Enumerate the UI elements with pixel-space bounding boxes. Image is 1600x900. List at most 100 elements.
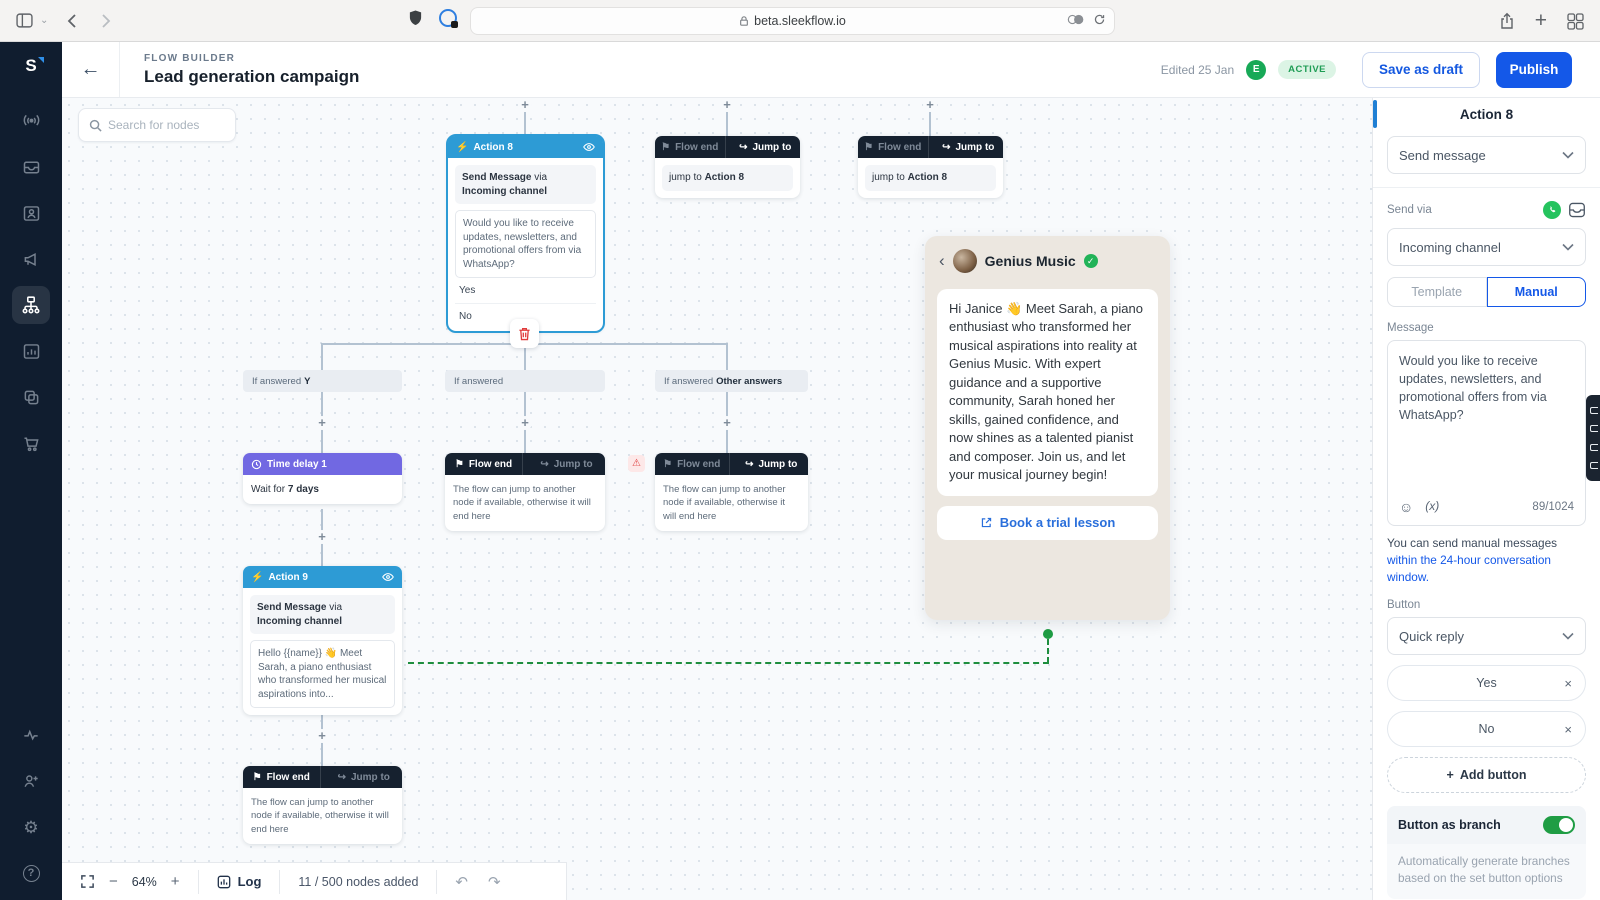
tab-jump-to[interactable]: ↪Jump to — [337, 771, 390, 783]
message-text: Would you like to receive updates, newsl… — [1399, 354, 1547, 423]
sidebar-item-activity[interactable] — [12, 716, 50, 754]
branch-connector-dot[interactable] — [1043, 629, 1053, 639]
publish-button[interactable]: Publish — [1496, 51, 1572, 88]
node-search[interactable] — [78, 108, 236, 142]
sidebar-item-broadcast[interactable] — [12, 102, 50, 140]
node-action-9[interactable]: ⚡ Action 9 Send Message via Incoming cha… — [243, 566, 402, 715]
warning-icon[interactable]: ⚠ — [628, 455, 645, 472]
channel-inbox-icon[interactable] — [1568, 202, 1586, 218]
tab-flow-end[interactable]: ⚑Flow end — [655, 453, 730, 475]
undo-button[interactable]: ↶ — [455, 873, 468, 891]
quick-reply-yes[interactable]: Yes × — [1387, 665, 1586, 702]
add-node-plus-icon[interactable]: + — [720, 98, 734, 112]
sidebar-item-contacts[interactable] — [12, 194, 50, 232]
shield-icon[interactable] — [408, 9, 423, 27]
preview-back-icon[interactable]: ‹ — [939, 251, 945, 270]
add-button[interactable]: + Add button — [1387, 757, 1586, 794]
sidebar-toggle-icon[interactable] — [14, 11, 34, 31]
browser-forward-icon[interactable] — [96, 11, 116, 31]
format-icon[interactable] — [1590, 406, 1598, 414]
delete-connector-button[interactable] — [510, 319, 539, 348]
zoom-in-button[interactable]: + — [170, 873, 180, 890]
share-icon[interactable] — [1499, 12, 1515, 30]
browser-back-icon[interactable] — [62, 11, 82, 31]
sidebar-item-campaigns[interactable] — [12, 240, 50, 278]
address-bar[interactable]: beta.sleekflow.io — [470, 7, 1115, 35]
fullscreen-icon[interactable] — [80, 874, 95, 889]
reload-icon[interactable] — [1093, 13, 1106, 26]
sidebar-item-analytics[interactable] — [12, 332, 50, 370]
action-type-select[interactable]: Send message — [1387, 136, 1586, 174]
tab-flow-end[interactable]: ⚑Flow end — [858, 136, 929, 158]
node-flow-end-1[interactable]: ⚑Flow end ↪Jump to The flow can jump to … — [445, 453, 605, 531]
new-tab-icon[interactable]: + — [1534, 9, 1547, 32]
branch-toggle[interactable] — [1543, 816, 1575, 835]
node-action-8[interactable]: ⚡ Action 8 Send Message via Incoming cha… — [446, 134, 605, 333]
log-button[interactable]: Log — [217, 874, 261, 889]
verified-badge-icon: ✓ — [1083, 254, 1098, 268]
node-time-delay-1[interactable]: Time delay 1 Wait for 7 days — [243, 453, 402, 504]
tab-jump-to[interactable]: ↪Jump to — [942, 141, 995, 153]
message-textarea[interactable]: Would you like to receive updates, newsl… — [1387, 340, 1586, 526]
node-flow-end-2[interactable]: ⚑Flow end ↪Jump to The flow can jump to … — [655, 453, 808, 531]
whatsapp-icon[interactable] — [1543, 201, 1561, 219]
node-jump-1[interactable]: ⚑Flow end ↪Jump to jump to Action 8 — [655, 136, 800, 198]
redo-button[interactable]: ↷ — [487, 873, 501, 891]
eye-icon[interactable] — [583, 142, 595, 152]
add-node-plus-icon[interactable]: + — [315, 416, 329, 430]
node-flow-end-3[interactable]: ⚑Flow end ↪Jump to The flow can jump to … — [243, 766, 402, 844]
sidebar-item-invite-user[interactable] — [12, 762, 50, 800]
tab-jump-to[interactable]: ↪Jump to — [745, 458, 798, 470]
add-node-plus-icon[interactable]: + — [315, 530, 329, 544]
tab-template[interactable]: Template — [1387, 277, 1487, 307]
channel-select[interactable]: Incoming channel — [1387, 228, 1586, 266]
node-option-yes[interactable]: Yes — [459, 285, 476, 296]
format-icon[interactable] — [1590, 425, 1598, 433]
flow-canvas[interactable]: + + + + + + — [62, 98, 1372, 900]
preview-cta-button[interactable]: Book a trial lesson — [937, 505, 1158, 540]
branch-condition-empty[interactable]: If answered — [445, 370, 605, 392]
close-icon[interactable]: × — [1564, 675, 1572, 691]
floating-format-toolbar[interactable] — [1586, 395, 1600, 481]
screen-recording-permission-icon[interactable] — [439, 9, 458, 28]
sidebar-item-commerce[interactable] — [12, 424, 50, 462]
back-button[interactable]: ← — [62, 42, 120, 97]
node-jump-2[interactable]: ⚑Flow end ↪Jump to jump to Action 8 — [858, 136, 1003, 198]
tab-flow-end[interactable]: ⚑Flow end — [243, 766, 321, 788]
sidebar-item-inbox[interactable] — [12, 148, 50, 186]
quick-reply-no[interactable]: No × — [1387, 711, 1586, 748]
eye-icon[interactable] — [382, 572, 394, 582]
node-option-no[interactable]: No — [455, 303, 596, 324]
sidebar-item-integrations[interactable] — [12, 378, 50, 416]
button-type-select[interactable]: Quick reply — [1387, 617, 1586, 656]
search-input[interactable] — [108, 118, 218, 132]
add-node-plus-icon[interactable]: + — [315, 729, 329, 743]
save-as-draft-button[interactable]: Save as draft — [1362, 51, 1480, 88]
tab-flow-end[interactable]: ⚑Flow end — [655, 136, 726, 158]
format-icon[interactable] — [1590, 462, 1598, 470]
tab-flow-end[interactable]: ⚑Flow end — [445, 453, 523, 475]
privacy-report-icon[interactable] — [1067, 14, 1085, 25]
format-icon[interactable] — [1590, 443, 1598, 451]
panel-scroll-indicator[interactable] — [1373, 100, 1377, 128]
emoji-icon[interactable]: ☺ — [1399, 498, 1414, 515]
close-icon[interactable]: × — [1564, 721, 1572, 737]
sidebar-item-settings[interactable]: ⚙ — [12, 808, 50, 846]
variable-icon[interactable]: (x) — [1425, 499, 1440, 514]
zoom-out-button[interactable]: − — [109, 873, 118, 890]
sidebar-item-help[interactable]: ? — [12, 854, 50, 892]
sidebar-item-flow-builder[interactable] — [12, 286, 50, 324]
tab-jump-to[interactable]: ↪Jump to — [739, 141, 792, 153]
add-node-plus-icon[interactable]: + — [720, 416, 734, 430]
add-node-plus-icon[interactable]: + — [518, 98, 532, 112]
tab-overview-icon[interactable] — [1567, 12, 1584, 30]
tab-jump-to[interactable]: ↪Jump to — [540, 458, 593, 470]
add-node-plus-icon[interactable]: + — [923, 98, 937, 112]
tab-manual[interactable]: Manual — [1486, 277, 1586, 307]
button-label: Button — [1387, 599, 1421, 612]
chevron-down-icon[interactable]: ⌄ — [40, 15, 49, 26]
add-node-plus-icon[interactable]: + — [518, 416, 532, 430]
conversation-window-link[interactable]: within the 24-hour conversation window. — [1387, 553, 1551, 585]
